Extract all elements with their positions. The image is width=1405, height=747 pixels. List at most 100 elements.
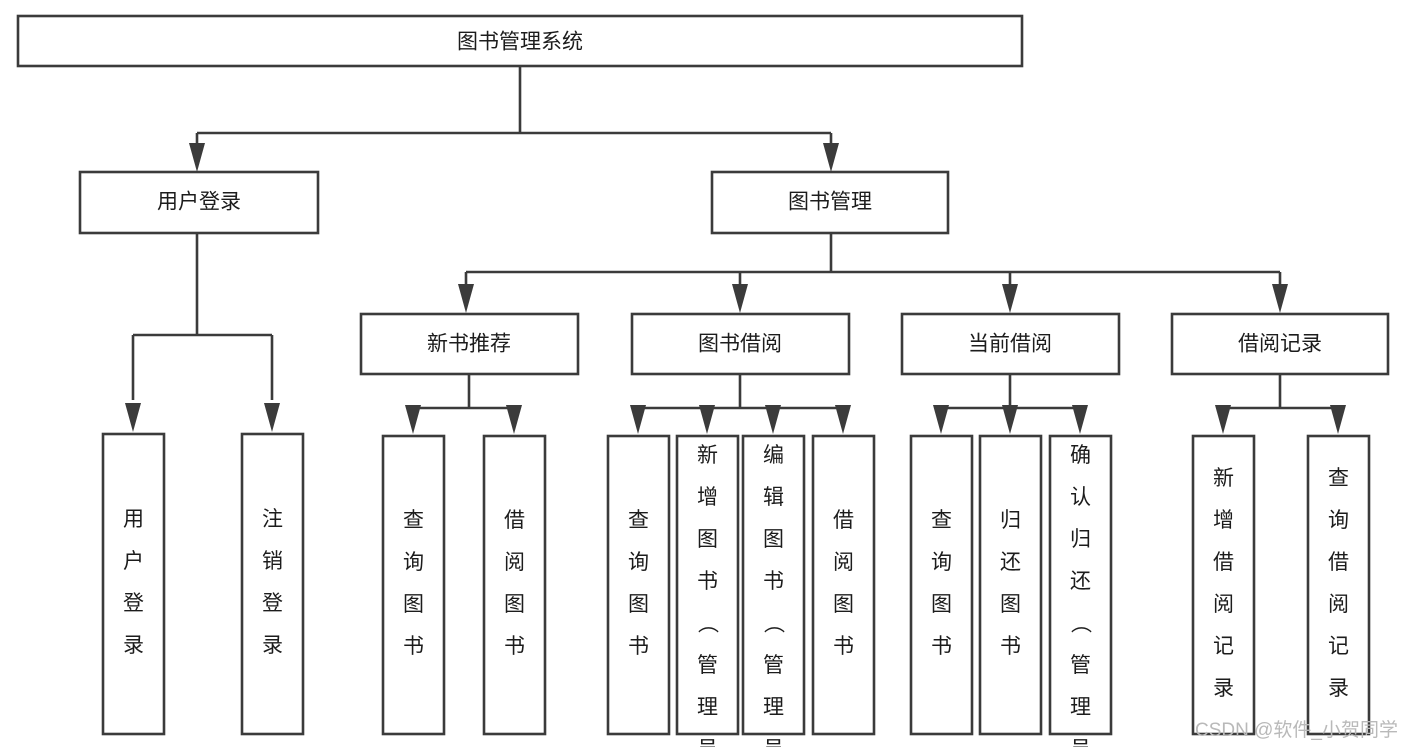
node-new-book-rec-box[interactable] <box>359 312 580 376</box>
arrow-head-leaf-edit-book <box>765 405 781 434</box>
node-book-borrow[interactable]: 图书借阅 <box>630 312 851 376</box>
node-leaf-query-record-box[interactable] <box>1306 434 1371 736</box>
node-leaf-add-record-box[interactable] <box>1191 434 1256 736</box>
node-leaf-add-book[interactable] <box>675 434 740 736</box>
node-leaf-query-book-2[interactable] <box>606 434 671 736</box>
node-root-box[interactable] <box>16 14 1024 68</box>
node-leaf-edit-book-box[interactable] <box>741 434 806 736</box>
label-glyph: 归 <box>1000 509 1021 532</box>
node-leaf-borrow-book-2-box[interactable] <box>811 434 876 736</box>
label-glyph: 录 <box>1328 677 1349 700</box>
node-book-borrow-box[interactable] <box>630 312 851 376</box>
label-glyph: （ <box>762 613 785 634</box>
label-glyph: 销 <box>262 550 283 573</box>
arrow-head-book-borrow <box>732 284 748 313</box>
label-glyph: 图 <box>628 593 649 616</box>
node-leaf-confirm-return-box[interactable] <box>1048 434 1113 736</box>
node-leaf-user-login[interactable] <box>101 432 166 736</box>
node-book-manage-label: 图书管理 <box>788 191 872 214</box>
node-leaf-add-book-box[interactable] <box>675 434 740 736</box>
node-root[interactable]: 图书管理系统 <box>16 14 1024 68</box>
node-leaf-user-login-box[interactable] <box>101 432 166 736</box>
label-glyph: （ <box>696 613 719 634</box>
node-leaf-borrow-book-2[interactable] <box>811 434 876 736</box>
arrow-head-current-borrow <box>1002 284 1018 313</box>
connector-layer <box>125 66 1346 434</box>
label-glyph: 询 <box>931 551 952 574</box>
arrow-head-leaf-confirm-return <box>1072 405 1088 434</box>
label-glyph: 图 <box>833 593 854 616</box>
arrow-head-leaf-user-login <box>125 403 141 432</box>
node-leaf-query-book-2-box[interactable] <box>606 434 671 736</box>
label-glyph: 登 <box>123 592 144 615</box>
node-leaf-edit-book[interactable] <box>741 434 806 736</box>
label-glyph: 书 <box>697 570 718 593</box>
node-new-book-rec[interactable]: 新书推荐 <box>359 312 580 376</box>
label-glyph: 询 <box>1328 509 1349 532</box>
label-glyph: 书 <box>403 635 424 658</box>
label-glyph: 录 <box>123 634 144 657</box>
label-glyph: 辑 <box>763 486 784 509</box>
label-glyph: 书 <box>504 635 525 658</box>
node-leaf-return-book-box[interactable] <box>978 434 1043 736</box>
node-leaf-query-book-3-box[interactable] <box>909 434 974 736</box>
node-current-borrow-box[interactable] <box>900 312 1121 376</box>
label-glyph: 借 <box>1328 551 1349 574</box>
node-current-borrow[interactable]: 当前借阅 <box>900 312 1121 376</box>
arrow-head-leaf-borrow-book-1 <box>506 405 522 434</box>
vertical-label-layer: 用户登录注销登录查询图书借阅图书查询图书新增图书（管理员）编辑图书（管理员）借阅… <box>123 444 1349 747</box>
label-glyph: 确 <box>1070 444 1091 467</box>
label-glyph: 阅 <box>833 551 854 574</box>
label-glyph: 管 <box>1070 654 1091 677</box>
node-borrow-record-box[interactable] <box>1170 312 1390 376</box>
label-glyph: 增 <box>1213 509 1234 532</box>
node-leaf-borrow-book-1[interactable] <box>482 434 547 736</box>
arrow-head-leaf-add-record <box>1215 405 1231 434</box>
label-glyph: 户 <box>123 550 144 573</box>
node-leaf-confirm-return[interactable] <box>1048 434 1113 736</box>
label-glyph: 阅 <box>1328 593 1349 616</box>
label-glyph: 员 <box>697 738 718 747</box>
node-leaf-query-book-3[interactable] <box>909 434 974 736</box>
node-leaf-logout-login-box[interactable] <box>240 432 305 736</box>
label-glyph: 书 <box>833 635 854 658</box>
arrow-head-leaf-query-book-1 <box>405 405 421 434</box>
node-borrow-record[interactable]: 借阅记录 <box>1170 312 1390 376</box>
label-glyph: 理 <box>697 696 718 719</box>
label-glyph: 管 <box>697 654 718 677</box>
label-glyph: 图 <box>403 593 424 616</box>
label-glyph: 借 <box>504 509 525 532</box>
node-book-borrow-label: 图书借阅 <box>698 333 782 356</box>
label-glyph: 员 <box>763 738 784 747</box>
node-leaf-query-book-1[interactable] <box>381 434 446 736</box>
node-leaf-query-book-1-box[interactable] <box>381 434 446 736</box>
node-leaf-query-record[interactable] <box>1306 434 1371 736</box>
arrow-head-leaf-query-book-2 <box>630 405 646 434</box>
node-book-manage-box[interactable] <box>710 170 950 235</box>
label-glyph: 理 <box>763 696 784 719</box>
label-glyph: 新 <box>1213 467 1234 490</box>
label-glyph: 录 <box>1213 677 1234 700</box>
node-user-login-box[interactable] <box>78 170 320 235</box>
node-leaf-borrow-book-1-box[interactable] <box>482 434 547 736</box>
csdn-watermark: CSDN @软件_小贺同学 <box>1195 719 1398 741</box>
node-leaf-add-record[interactable] <box>1191 434 1256 736</box>
label-glyph: 还 <box>1000 551 1021 574</box>
label-glyph: 新 <box>697 444 718 467</box>
node-user-login[interactable]: 用户登录 <box>78 170 320 235</box>
label-glyph: 查 <box>628 509 649 532</box>
node-leaf-return-book[interactable] <box>978 434 1043 736</box>
label-glyph: 询 <box>628 551 649 574</box>
node-book-manage[interactable]: 图书管理 <box>710 170 950 235</box>
node-leaf-logout-login[interactable] <box>240 432 305 736</box>
arrow-head-leaf-add-book <box>699 405 715 434</box>
